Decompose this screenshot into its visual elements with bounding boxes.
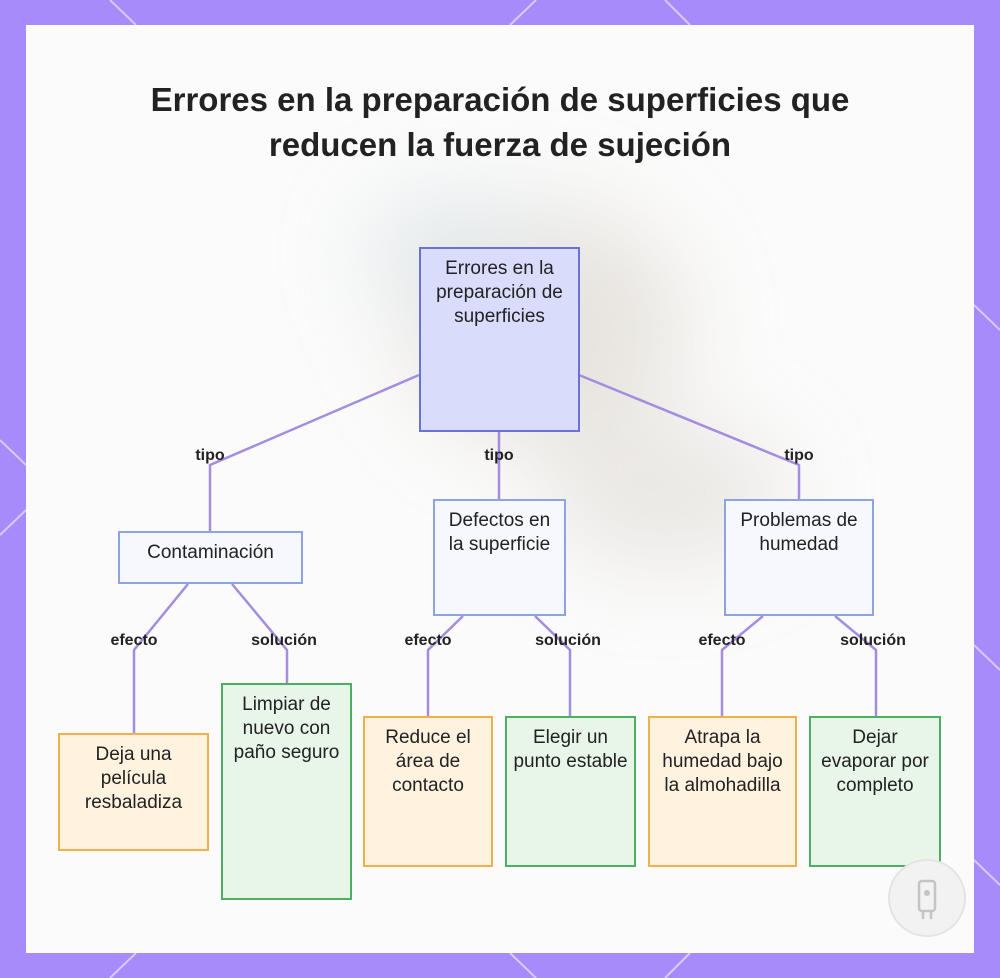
node-humedad-solucion[interactable]: Dejar evaporar por completo [809, 716, 941, 867]
node-root-label: Errores en la preparación de superficies [427, 257, 572, 329]
node-contaminacion-label: Contaminación [147, 541, 274, 565]
node-defectos-label: Defectos en la superficie [441, 509, 558, 557]
edge-label-efecto: efecto [110, 632, 157, 650]
edge-root-humedad [579, 375, 799, 499]
node-humedad[interactable]: Problemas de humedad [724, 499, 874, 616]
edge-label-tipo: tipo [484, 447, 513, 465]
node-defectos[interactable]: Defectos en la superficie [433, 499, 566, 616]
edge-label-tipo: tipo [195, 447, 224, 465]
edge-contaminacion-efecto [134, 584, 188, 733]
node-humedad-efecto-label: Atrapa la humedad bajo la almohadilla [656, 726, 789, 798]
node-defectos-efecto-label: Reduce el área de contacto [371, 726, 485, 798]
node-defectos-efecto[interactable]: Reduce el área de contacto [363, 716, 493, 867]
diagram-card: Errores en la preparación de superficies… [26, 25, 974, 953]
edge-humedad-solucion [835, 616, 876, 716]
edge-label-solucion: solución [251, 632, 317, 650]
node-humedad-efecto[interactable]: Atrapa la humedad bajo la almohadilla [648, 716, 797, 867]
edge-label-efecto: efecto [698, 632, 745, 650]
node-contaminacion-efecto[interactable]: Deja una película resbaladiza [58, 733, 209, 851]
node-contaminacion-efecto-label: Deja una película resbaladiza [66, 743, 201, 815]
edge-defectos-efecto [428, 616, 463, 716]
node-defectos-solucion-label: Elegir un punto estable [513, 726, 628, 774]
edge-defectos-solucion [535, 616, 570, 716]
edge-humedad-efecto [722, 616, 763, 716]
fastener-badge-icon [886, 857, 968, 939]
node-contaminacion[interactable]: Contaminación [118, 531, 303, 584]
edge-label-tipo: tipo [784, 447, 813, 465]
node-humedad-label: Problemas de humedad [732, 509, 866, 557]
edge-label-efecto: efecto [404, 632, 451, 650]
node-contaminacion-solucion[interactable]: Limpiar de nuevo con paño seguro [221, 683, 352, 900]
edge-root-contaminacion [210, 375, 419, 531]
node-root[interactable]: Errores en la preparación de superficies [419, 247, 580, 432]
node-defectos-solucion[interactable]: Elegir un punto estable [505, 716, 636, 867]
edge-label-solucion: solución [840, 632, 906, 650]
node-humedad-solucion-label: Dejar evaporar por completo [817, 726, 933, 798]
node-contaminacion-solucion-label: Limpiar de nuevo con paño seguro [229, 693, 344, 765]
edge-label-solucion: solución [535, 632, 601, 650]
